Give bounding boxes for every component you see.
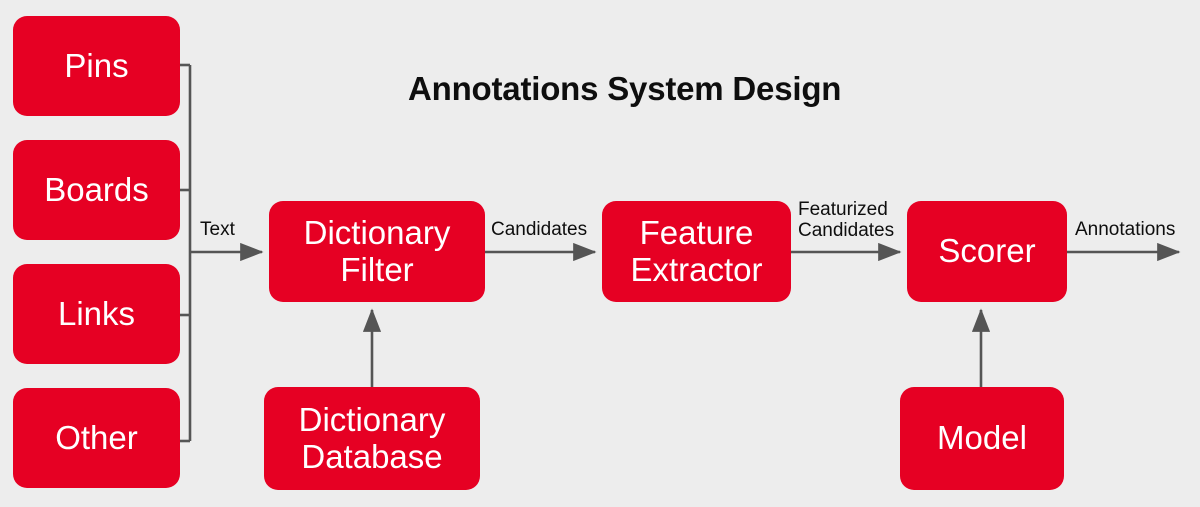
node-dictionary-filter[interactable]: Dictionary Filter (269, 201, 485, 302)
node-other[interactable]: Other (13, 388, 180, 488)
node-dictionary-database[interactable]: Dictionary Database (264, 387, 480, 490)
edge-label-text: Text (200, 219, 235, 240)
node-feature-extractor[interactable]: Feature Extractor (602, 201, 791, 302)
edge-label-featurized-candidates: Featurized Candidates (798, 199, 895, 242)
edge-label-candidates: Candidates (491, 219, 588, 240)
node-model[interactable]: Model (900, 387, 1064, 490)
node-links[interactable]: Links (13, 264, 180, 364)
page-title: Annotations System Design (408, 70, 842, 107)
node-scorer[interactable]: Scorer (907, 201, 1067, 302)
node-boards[interactable]: Boards (13, 140, 180, 240)
node-pins[interactable]: Pins (13, 16, 180, 116)
edge-label-annotations: Annotations (1075, 219, 1176, 240)
